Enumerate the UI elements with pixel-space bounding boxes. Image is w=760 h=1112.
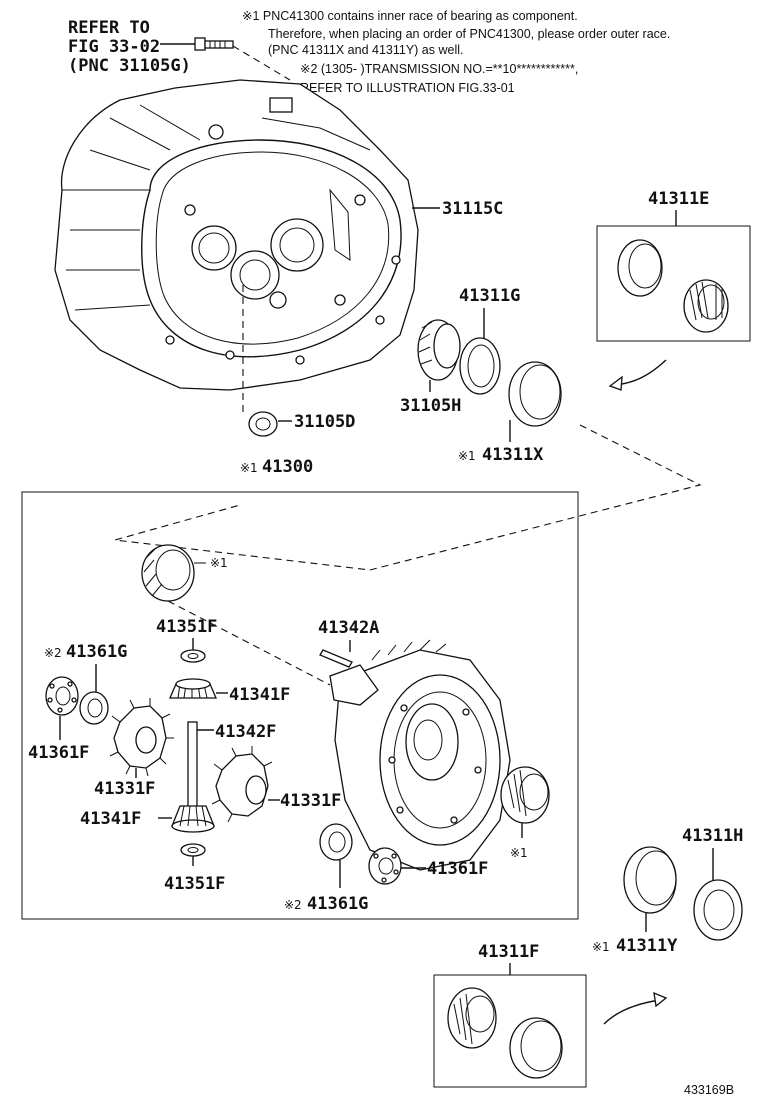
side-gear-41331F-right-icon	[211, 746, 273, 823]
label-41331F-left: 41331F	[94, 779, 155, 799]
label-31105D: 31105D	[294, 412, 355, 432]
shim-41311G-icon	[459, 337, 501, 395]
washer-41361G-bottom-icon	[319, 823, 353, 861]
dash-bearing-top	[167, 600, 331, 686]
label-41311Y: 41311Y	[616, 936, 678, 956]
label-41300: 41300	[262, 457, 313, 477]
pinion-41341F-bottom-icon	[171, 805, 215, 833]
bearing-41311F-icon	[447, 987, 563, 1079]
label-41311E: 41311E	[648, 189, 709, 209]
label-41342F: 41342F	[215, 722, 276, 742]
label-41311H: 41311H	[682, 826, 743, 846]
arrow-head-41311F	[653, 991, 668, 1008]
notes-block: ※1 PNC41300 contains inner race of beari…	[242, 9, 670, 95]
label-41331F-right: 41331F	[280, 791, 341, 811]
label-41361F-right: 41361F	[427, 859, 488, 879]
shim-41311H-icon	[693, 879, 743, 941]
label-41361G-left: 41361G	[66, 642, 127, 662]
mark-41361G-bottom: ※2	[284, 898, 302, 912]
refer-note: REFER TO FIG 33-02 (PNC 31105G)	[68, 18, 191, 76]
oil-seal-31105D-icon	[248, 411, 278, 437]
label-31105H: 31105H	[400, 396, 461, 416]
label-41341F-bottom: 41341F	[80, 809, 141, 829]
label-41311X: 41311X	[482, 445, 544, 465]
differential-case-icon	[329, 639, 511, 871]
washer-41351F-top-icon	[180, 649, 206, 663]
label-41361F-left: 41361F	[28, 743, 89, 763]
pinion-41341F-top-icon	[169, 678, 217, 699]
mark-bearing-top: ※1	[210, 556, 228, 570]
outer-race-41311X-icon	[508, 361, 562, 427]
label-41351F-bottom: 41351F	[164, 874, 225, 894]
washer-41351F-bottom-icon	[180, 843, 206, 857]
side-gear-41331F-left-icon	[109, 698, 174, 777]
note-1b: Therefore, when placing an order of PNC4…	[268, 27, 670, 41]
mark-41361G-left: ※2	[44, 646, 62, 660]
label-41351F-top: 41351F	[156, 617, 217, 637]
differential-kit-box	[21, 491, 579, 920]
note-2b: REFER TO ILLUSTRATION FIG.33-01	[300, 81, 515, 95]
label-41311G: 41311G	[459, 286, 520, 306]
kit-41311F-box	[433, 974, 587, 1088]
oil-seal-31105H-icon	[417, 319, 461, 381]
label-41341F-top: 41341F	[229, 685, 290, 705]
figure-id: 433169B	[684, 1083, 734, 1097]
note-1c: (PNC 41311X and 41311Y) as well.	[268, 43, 463, 57]
arrow-41311F	[603, 999, 661, 1025]
pin-41342A-icon	[319, 649, 353, 668]
bearing-inner-top-icon	[141, 544, 195, 602]
label-31115C: 31115C	[442, 199, 503, 219]
note-2a: ※2 (1305- )TRANSMISSION NO.=**10********…	[300, 62, 578, 76]
mark-bearing-right: ※1	[510, 846, 528, 860]
refer-line-2: FIG 33-02	[68, 37, 160, 57]
bearing-inner-right-icon	[500, 766, 550, 824]
washer-41361F-left-icon	[45, 676, 79, 716]
kit-41311E-box	[596, 225, 751, 342]
label-41311F: 41311F	[478, 942, 539, 962]
label-41342A: 41342A	[318, 618, 379, 638]
bolt-icon	[160, 37, 291, 81]
label-41361G-bottom: 41361G	[307, 894, 368, 914]
bearing-41311E-icon	[617, 239, 729, 333]
refer-line-3: (PNC 31105G)	[68, 56, 191, 76]
note-1a: ※1 PNC41300 contains inner race of beari…	[242, 9, 578, 23]
arrow-head-41311E	[608, 375, 623, 391]
washer-41361G-left-icon	[79, 691, 109, 725]
outer-race-41311Y-icon	[623, 846, 677, 914]
arrow-41311E	[614, 359, 667, 386]
washer-41361F-right-icon	[368, 847, 402, 885]
refer-line-1: REFER TO	[68, 18, 150, 38]
mark-41311X: ※1	[458, 449, 476, 463]
dash-bearing-path	[114, 424, 702, 571]
transaxle-housing-icon	[54, 79, 419, 391]
shaft-41342F-icon	[187, 721, 198, 813]
mark-41300: ※1	[240, 461, 258, 475]
mark-41311Y: ※1	[592, 940, 610, 954]
